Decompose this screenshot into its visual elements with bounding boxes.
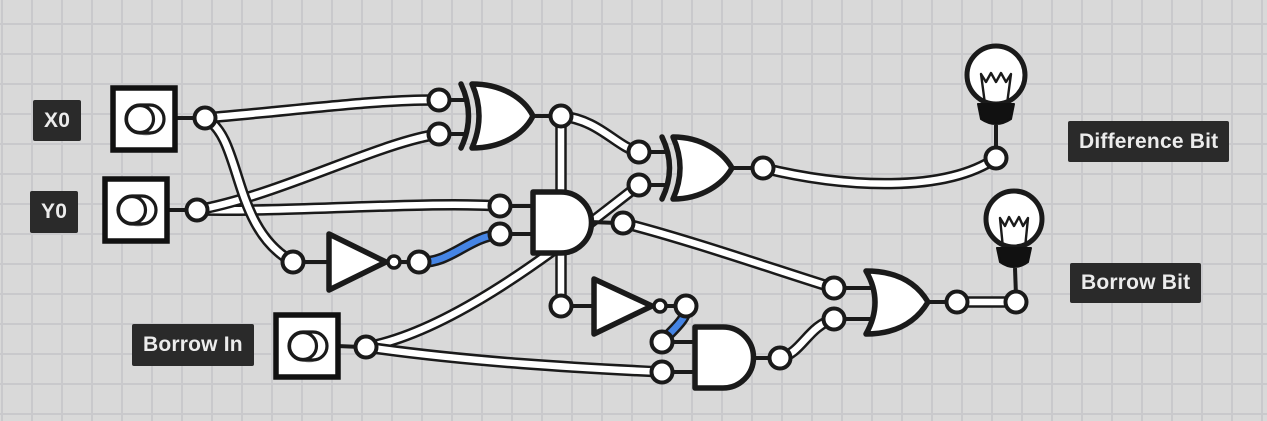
connection-node[interactable] bbox=[548, 103, 574, 129]
connection-node[interactable] bbox=[280, 249, 306, 275]
xor-gate-1[interactable] bbox=[469, 81, 536, 151]
connection-node[interactable] bbox=[626, 139, 652, 165]
connection-node[interactable] bbox=[192, 105, 218, 131]
wire-y0-and1[interactable] bbox=[193, 201, 504, 214]
xor-gate-2[interactable] bbox=[670, 134, 735, 202]
not-gate-1[interactable] bbox=[326, 231, 389, 293]
connection-node[interactable] bbox=[767, 345, 793, 371]
light-bulb-borrow[interactable] bbox=[983, 188, 1045, 297]
connection-node[interactable] bbox=[426, 121, 452, 147]
connection-node[interactable] bbox=[649, 359, 675, 385]
connection-node[interactable] bbox=[184, 197, 210, 223]
bulb-filament bbox=[998, 215, 1030, 249]
and-gate-1[interactable] bbox=[530, 189, 595, 256]
xor-gate-1-back-arc bbox=[458, 81, 472, 151]
wire-x0-xor1[interactable] bbox=[201, 96, 443, 122]
label-y0[interactable]: Y0 bbox=[30, 191, 79, 233]
connection-node[interactable] bbox=[487, 193, 513, 219]
not-gate-2-bubble bbox=[652, 298, 668, 314]
xor-gate-2-back-arc bbox=[659, 134, 673, 202]
toggle-switch-x0[interactable] bbox=[110, 85, 178, 153]
connection-node[interactable] bbox=[983, 145, 1009, 171]
switch-knob-off bbox=[287, 330, 319, 362]
connection-node[interactable] bbox=[821, 275, 847, 301]
connection-node[interactable] bbox=[610, 210, 636, 236]
not-gate-2[interactable] bbox=[591, 276, 655, 337]
bulb-filament bbox=[979, 71, 1013, 105]
label-x0[interactable]: X0 bbox=[33, 100, 82, 141]
wire-borrowin-xor2[interactable] bbox=[362, 181, 643, 351]
toggle-switch-borrow-in[interactable] bbox=[273, 312, 341, 380]
wire-and1-or1[interactable] bbox=[619, 219, 838, 292]
connection-node[interactable] bbox=[821, 306, 847, 332]
or-gate-1[interactable] bbox=[863, 268, 931, 337]
label-difference-bit[interactable]: Difference Bit bbox=[1068, 121, 1230, 162]
connection-node[interactable] bbox=[673, 293, 699, 319]
connection-node[interactable] bbox=[487, 221, 513, 247]
gates-layer bbox=[326, 81, 931, 391]
bulb-glass bbox=[983, 188, 1045, 250]
and-gate-2[interactable] bbox=[692, 324, 757, 391]
label-borrow-bit[interactable]: Borrow Bit bbox=[1070, 263, 1202, 303]
connection-node[interactable] bbox=[406, 249, 432, 275]
connection-node[interactable] bbox=[353, 334, 379, 360]
switch-knob-off bbox=[124, 103, 156, 135]
wire-xor2-difference-bulb[interactable] bbox=[759, 154, 1000, 187]
bulb-base bbox=[996, 247, 1032, 268]
connection-node[interactable] bbox=[626, 172, 652, 198]
switch-knob-off bbox=[116, 194, 148, 226]
toggle-switch-y0[interactable] bbox=[102, 176, 170, 244]
label-borrow-in[interactable]: Borrow In bbox=[132, 324, 254, 366]
wire-borrowin-and2[interactable] bbox=[362, 343, 666, 376]
connection-node[interactable] bbox=[426, 87, 452, 113]
wire-y0-xor1[interactable] bbox=[193, 130, 443, 214]
not-gate-1-bubble bbox=[386, 254, 402, 270]
nodes-layer bbox=[184, 87, 1029, 385]
bulb-glass bbox=[964, 43, 1028, 107]
bulb-base bbox=[977, 103, 1015, 125]
light-bulb-difference[interactable] bbox=[964, 43, 1028, 152]
connection-node[interactable] bbox=[944, 289, 970, 315]
wire-x0-not1[interactable] bbox=[201, 114, 297, 266]
connection-node[interactable] bbox=[750, 155, 776, 181]
connection-node[interactable] bbox=[649, 329, 675, 355]
connection-node[interactable] bbox=[1003, 289, 1029, 315]
connection-node[interactable] bbox=[548, 293, 574, 319]
